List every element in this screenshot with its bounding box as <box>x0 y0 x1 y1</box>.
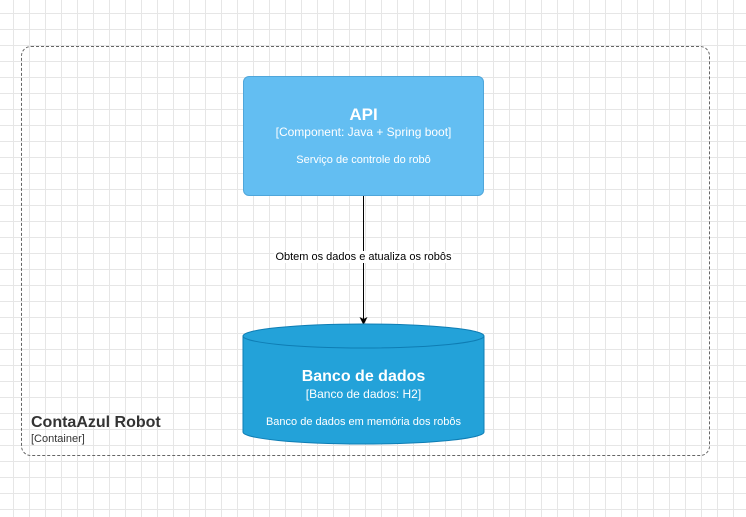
relation-label: Obtem os dados e atualiza os robôs <box>243 251 484 263</box>
database-description: Banco de dados em memória dos robôs <box>265 416 462 428</box>
api-description: Serviço de controle do robô <box>296 154 431 166</box>
database-title: Banco de dados <box>301 368 426 385</box>
api-type: [Component: Java + Spring boot] <box>275 125 452 139</box>
api-title: API <box>349 105 378 124</box>
boundary-title: ContaAzul Robot <box>31 414 161 431</box>
container-boundary[interactable] <box>21 46 710 456</box>
boundary-type: [Container] <box>31 433 85 445</box>
database-cylinder[interactable] <box>242 323 485 445</box>
database-type: [Banco de dados: H2] <box>305 387 422 401</box>
api-component[interactable]: API [Component: Java + Spring boot] Serv… <box>243 76 484 196</box>
relation-label-text: Obtem os dados e atualiza os robôs <box>274 251 453 263</box>
